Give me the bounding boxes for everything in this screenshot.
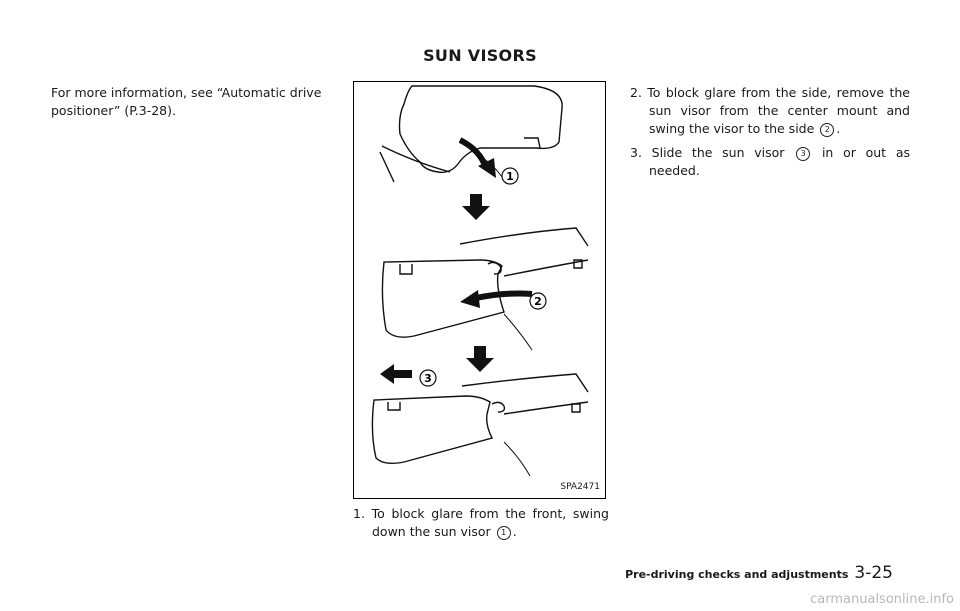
step-3-text: 3. Slide the sun visor 3 in or out as ne… bbox=[630, 144, 910, 180]
step-1-pre: 1. To block glare from the front, swing … bbox=[353, 506, 609, 539]
watermark: carmanualsonline.info bbox=[810, 592, 954, 607]
step-1-callout: 1 bbox=[496, 526, 511, 540]
step-1: 1. To block glare from the front, swing … bbox=[353, 505, 609, 547]
illustration-drawing: 1 2 3 bbox=[371, 85, 589, 477]
callout-2-label: 2 bbox=[534, 295, 542, 308]
intro-text: For more information, see “Automatic dri… bbox=[51, 85, 322, 118]
step-3-post: in or out as needed. bbox=[649, 145, 910, 178]
step-2-post: . bbox=[836, 121, 841, 136]
intro-paragraph: For more information, see “Automatic dri… bbox=[51, 84, 323, 120]
callout-1-label: 1 bbox=[506, 170, 514, 183]
page-number: 3-25 bbox=[854, 563, 893, 583]
callout-2-circle bbox=[529, 292, 547, 310]
step-2-text: 2. To block glare from the side, remove … bbox=[630, 84, 910, 138]
sun-visor-illustration: 1 2 3 bbox=[353, 81, 606, 499]
step-3-callout: 3 bbox=[796, 147, 811, 161]
callout-1-circle bbox=[501, 167, 519, 185]
step-1-post: . bbox=[512, 524, 517, 539]
footer-section: Pre-driving checks and adjustments bbox=[625, 568, 849, 581]
step-2-pre: 2. To block glare from the side, remove … bbox=[630, 85, 910, 136]
step-2-callout: 2 bbox=[820, 123, 835, 137]
steps-right-column: 2. To block glare from the side, remove … bbox=[630, 84, 910, 186]
step-3-pre: 3. Slide the sun visor bbox=[630, 145, 785, 160]
page-title: SUN VISORS bbox=[423, 46, 537, 65]
figure-code: SPA2471 bbox=[560, 482, 600, 492]
callout-3-circle bbox=[419, 369, 437, 387]
callout-3-label: 3 bbox=[424, 372, 432, 385]
page-footer: Pre-driving checks and adjustments 3-25 bbox=[625, 563, 893, 583]
step-1-text: 1. To block glare from the front, swing … bbox=[353, 505, 609, 541]
